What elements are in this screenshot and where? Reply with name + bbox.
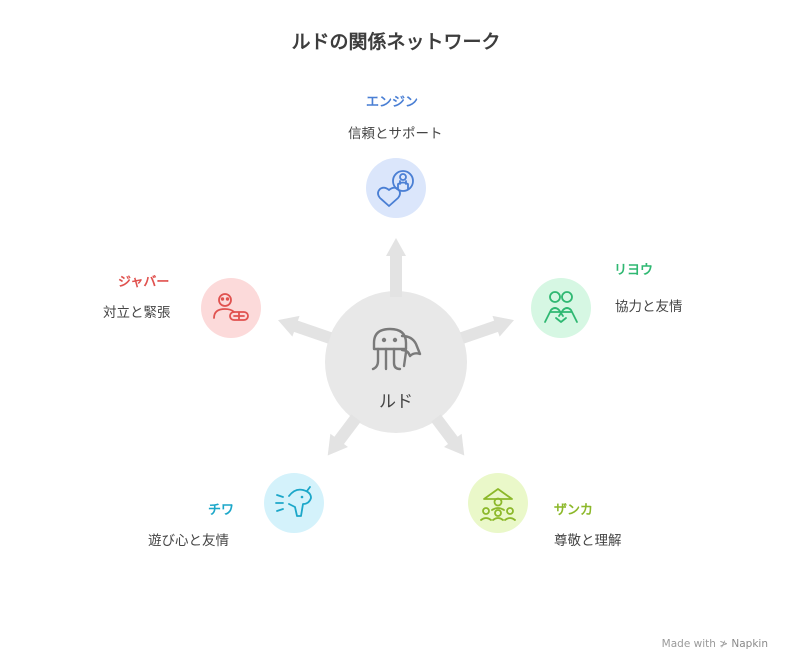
node-desc-engine: 信頼とサポート — [348, 126, 443, 142]
node-desc-zanka: 尊敬と理解 — [554, 533, 622, 549]
arrow-jabber — [277, 315, 332, 344]
diagram-title: ルドの関係ネットワーク — [291, 31, 501, 53]
node-name-jabber: ジャバー — [118, 275, 170, 290]
arrows — [277, 238, 515, 456]
arrow-ryou — [460, 315, 515, 344]
napkin-logo-icon: ≯ — [719, 638, 729, 650]
center-circle — [325, 291, 467, 433]
node-desc-chiwa: 遊び心と友情 — [148, 533, 229, 549]
center-label: ルド — [379, 392, 413, 412]
node-circle-zanka — [468, 473, 528, 533]
watermark-prefix: Made with — [661, 638, 716, 650]
node-name-ryou: リヨウ — [614, 263, 654, 278]
playful-dog-icon — [275, 486, 312, 517]
group-respect-icon — [480, 488, 516, 521]
napkin-watermark[interactable]: Made with ≯ Napkin — [662, 638, 768, 650]
node-name-engine: エンジン — [366, 95, 419, 110]
watermark-brand: Napkin — [731, 638, 768, 650]
arrow-zanka — [431, 414, 465, 456]
heart-hands-icon — [377, 170, 414, 207]
node-desc-jabber: 対立と緊張 — [103, 305, 171, 321]
node-name-zanka: ザンカ — [554, 503, 594, 518]
node-circle-chiwa — [264, 473, 324, 533]
two-people-icon — [544, 291, 578, 323]
node-circle-jabber — [201, 278, 261, 338]
node-circle-ryou — [531, 278, 591, 338]
arrow-engine — [386, 238, 406, 297]
conflict-people-icon — [213, 293, 249, 321]
node-name-chiwa: チワ — [208, 503, 235, 518]
ghost-figure-icon — [371, 327, 422, 371]
node-desc-ryou: 協力と友情 — [615, 299, 683, 315]
arrow-chiwa — [327, 414, 361, 456]
